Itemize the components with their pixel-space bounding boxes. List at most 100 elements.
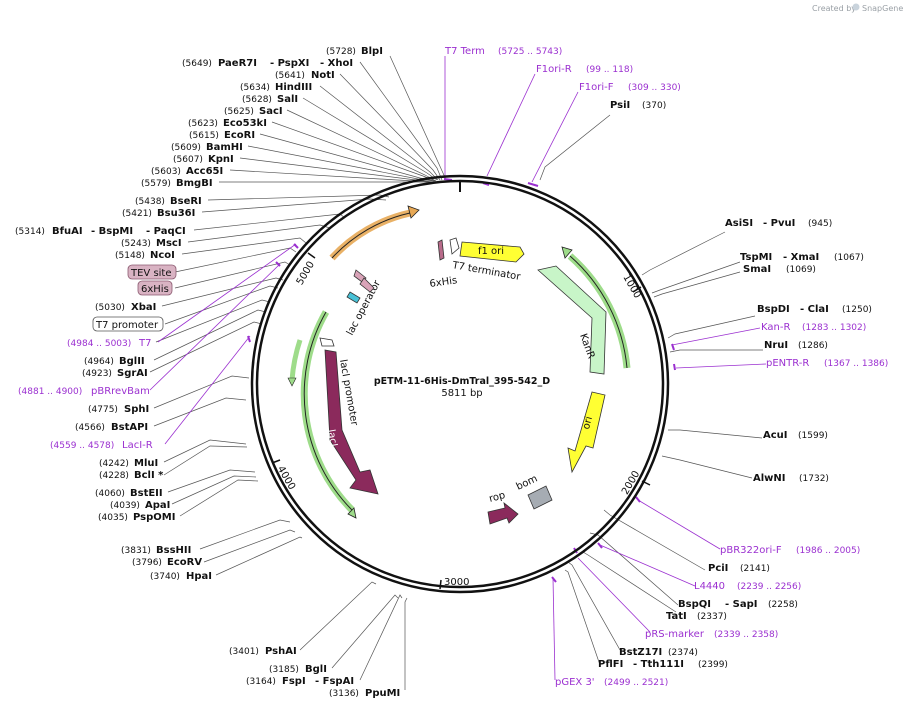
enzyme-bmgbi[interactable]: BmgBI — [176, 178, 213, 189]
label-pos: (5615) — [189, 131, 219, 141]
primer-pgex-3[interactable]: pGEX 3' — [555, 677, 595, 688]
enzyme-tth111i[interactable]: - Tth111I — [633, 659, 684, 670]
enzyme-bamhi[interactable]: BamHI — [206, 142, 243, 153]
enzyme-clai[interactable]: - ClaI — [800, 304, 829, 315]
primer-prs-marker[interactable]: pRS-marker — [645, 629, 705, 640]
label-pos: (4964) — [84, 357, 114, 367]
primer-pbrrevbam[interactable]: pBRrevBam — [91, 386, 150, 397]
enzyme-sgrai[interactable]: SgrAI — [117, 368, 148, 379]
primer-f1ori-r[interactable]: F1ori-R — [536, 64, 572, 75]
enzyme-bsteii[interactable]: BstEII — [130, 488, 163, 499]
primer-f1ori-f[interactable]: F1ori-F — [579, 82, 614, 93]
enzyme-pcii[interactable]: PciI — [708, 563, 728, 574]
label-pos: (3796) — [132, 558, 162, 568]
primer-kan-r[interactable]: Kan-R — [761, 322, 790, 333]
enzyme-bsshii[interactable]: BssHII — [156, 545, 191, 556]
bom-box — [527, 485, 553, 510]
enzyme-acui[interactable]: AcuI — [763, 430, 788, 441]
tick-marks — [271, 252, 651, 590]
enzyme-bspdi[interactable]: BspDI — [757, 304, 790, 315]
primer-pos: (2499 .. 2521) — [604, 678, 668, 688]
enzyme-sapi[interactable]: - SapI — [725, 599, 757, 610]
enzyme-paer7i[interactable]: PaeR7I — [218, 58, 257, 69]
t7-promoter-badge-label: T7 promoter — [95, 320, 159, 331]
enzyme-bglii[interactable]: BglII — [119, 356, 145, 367]
enzyme-xhoi[interactable]: - XhoI — [320, 58, 353, 69]
t7-promoter-badge — [92, 316, 164, 332]
enzyme-pshai[interactable]: PshAI — [265, 646, 297, 657]
label-pos: (3740) — [150, 572, 180, 582]
enzyme-nrui[interactable]: NruI — [764, 340, 788, 351]
enzyme-psii[interactable]: PsiI — [610, 100, 630, 111]
enzyme-xbai[interactable]: XbaI — [131, 302, 156, 313]
enzyme-bsu36i[interactable]: Bsu36I — [157, 208, 195, 219]
enzyme-tati[interactable]: TatI — [666, 611, 687, 622]
enzyme-bseri[interactable]: BseRI — [170, 196, 202, 207]
label-pos: (5649) — [182, 59, 212, 69]
label-pos: (4923) — [82, 369, 112, 379]
enzyme-ppumi[interactable]: PpuMI — [365, 688, 400, 699]
enzyme-bstapi[interactable]: BstAPI — [111, 422, 148, 433]
enzyme-hpai[interactable]: HpaI — [186, 571, 212, 582]
label-pos: (2337) — [697, 612, 727, 622]
enzyme-saci[interactable]: SacI — [259, 106, 283, 117]
primer-pbr322ori-f[interactable]: pBR322ori-F — [720, 545, 782, 556]
enzyme-pspomi[interactable]: PspOMI — [133, 512, 175, 523]
enzyme-bspqi[interactable]: BspQI — [678, 599, 711, 610]
enzyme-pspxi[interactable]: - PspXI — [270, 58, 309, 69]
enzyme-bgli[interactable]: BglI — [305, 664, 327, 675]
sixhis-badge — [137, 280, 173, 296]
t7-terminator-feature — [449, 237, 460, 255]
enzyme-paqci[interactable]: - PaqCI — [146, 226, 186, 237]
tev-site-badge — [127, 264, 177, 280]
enzyme-sphi[interactable]: SphI — [124, 404, 149, 415]
enzyme-noti[interactable]: NotI — [311, 70, 335, 81]
enzyme-asisi[interactable]: AsiSI — [725, 218, 753, 229]
enzyme-blpi[interactable]: BlpI — [361, 46, 383, 57]
primer-t7-term[interactable]: T7 Term — [444, 46, 485, 57]
primer-pos: (99 .. 118) — [586, 65, 633, 75]
snapgene-credit: Created by SnapGene — [812, 3, 903, 13]
enzyme-ncoi[interactable]: NcoI — [150, 250, 175, 261]
enzyme-msci[interactable]: MscI — [156, 238, 182, 249]
label-pos: (1599) — [798, 431, 828, 441]
credit-text: Created by — [812, 4, 856, 13]
enzyme-pvui[interactable]: - PvuI — [763, 218, 795, 229]
primer-t7[interactable]: T7 — [138, 338, 151, 349]
enzyme-fspai[interactable]: - FspAI — [315, 676, 354, 687]
enzyme-xmai[interactable]: - XmaI — [783, 252, 819, 263]
enzyme-acc65i[interactable]: Acc65I — [186, 166, 223, 177]
enzyme-smai[interactable]: SmaI — [743, 264, 771, 275]
label-pos: (5421) — [122, 209, 152, 219]
primer-l4440[interactable]: L4440 — [694, 581, 725, 592]
laci-promoter-arrow — [319, 337, 335, 347]
enzyme-alwni[interactable]: AlwNI — [753, 473, 786, 484]
label-pos: (5579) — [141, 179, 171, 189]
enzyme-tspmi[interactable]: TspMI — [740, 252, 772, 263]
label-pos: (5628) — [242, 95, 272, 105]
primer-lacir[interactable]: LacI-R — [122, 440, 153, 451]
enzyme-mlui[interactable]: MluI — [134, 458, 158, 469]
enzyme-ecorv[interactable]: EcoRV — [167, 557, 202, 568]
enzyme-hindiii[interactable]: HindIII — [275, 82, 312, 93]
label-pos: (370) — [642, 101, 666, 111]
primer-pos: (4559 .. 4578) — [50, 441, 114, 451]
enzyme-bcli[interactable]: BclI * — [134, 470, 164, 481]
enzyme-sali[interactable]: SalI — [277, 94, 298, 105]
primer-pentr-r[interactable]: pENTR-R — [766, 358, 809, 369]
enzyme-bspmi[interactable]: - BspMI — [91, 226, 133, 237]
enzyme-eco53ki[interactable]: Eco53kI — [223, 118, 267, 129]
enzyme-ecori[interactable]: EcoRI — [224, 130, 255, 141]
backbone — [250, 174, 670, 594]
primer-pos: (1283 .. 1302) — [802, 323, 866, 333]
sixhis-label: 6xHis — [429, 275, 458, 290]
green-arrowhead-left — [347, 507, 357, 519]
enzyme-bstz17i[interactable]: BstZ17I — [619, 647, 662, 658]
enzyme-pflfi[interactable]: PflFI — [598, 659, 623, 670]
primer-pos: (2239 .. 2256) — [737, 582, 801, 592]
enzyme-bfuai[interactable]: BfuAI — [52, 226, 83, 237]
enzyme-kpni[interactable]: KpnI — [208, 154, 234, 165]
enzyme-fspi[interactable]: FspI — [282, 676, 306, 687]
enzyme-apai[interactable]: ApaI — [145, 500, 170, 511]
